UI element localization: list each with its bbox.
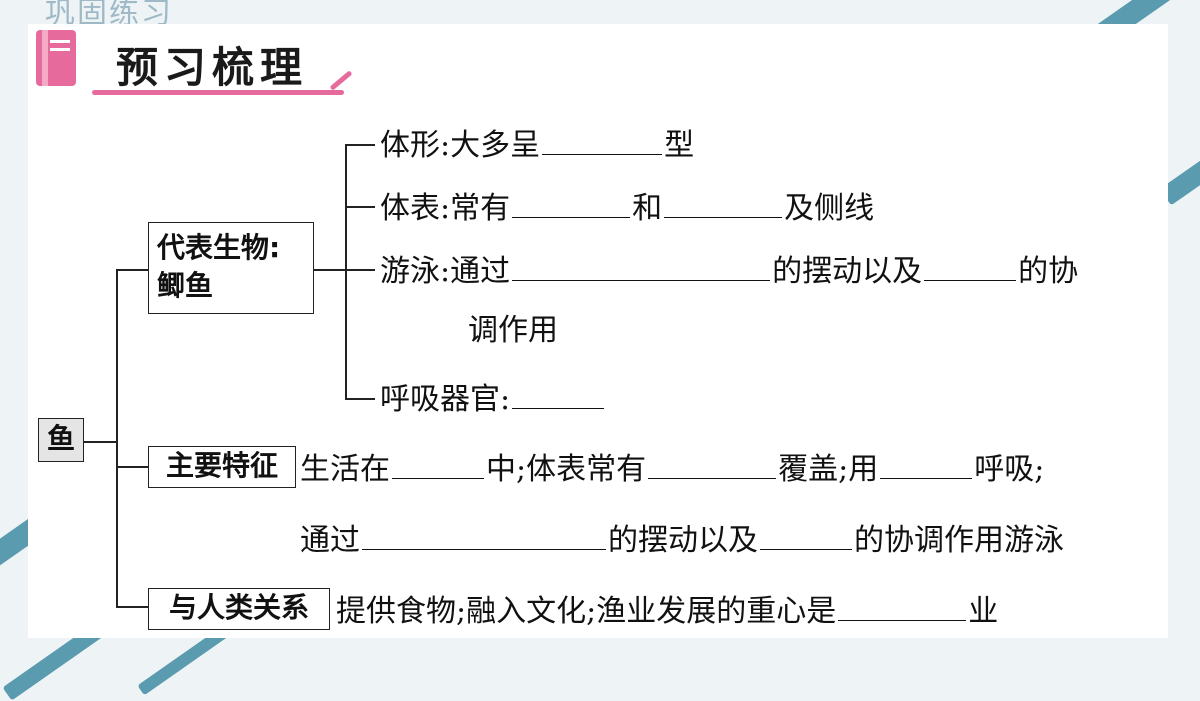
main-features-line1: 生活在中;体表常有覆盖;用呼吸; xyxy=(300,452,1045,487)
section-title: 预习梳理 xyxy=(116,43,309,92)
blank xyxy=(512,254,771,281)
tree-line xyxy=(116,269,148,271)
tree-line xyxy=(116,466,148,468)
tree-line xyxy=(345,144,347,399)
tree-line xyxy=(84,441,118,443)
representative-name: 鲫鱼 xyxy=(157,269,214,302)
body-surface-row: 体表:常有和及侧线 xyxy=(380,191,875,226)
blank xyxy=(880,452,973,479)
book-icon xyxy=(36,30,76,86)
tree-line xyxy=(345,398,375,400)
root-node: 鱼 xyxy=(38,418,84,462)
blank xyxy=(838,594,967,621)
representative-organism-box: 代表生物: 鲫鱼 xyxy=(148,222,314,314)
blank xyxy=(664,191,783,218)
blank xyxy=(512,382,605,409)
swimming-row-cont: 调作用 xyxy=(468,313,558,348)
blank xyxy=(924,254,1017,281)
swimming-row: 游泳:通过的摆动以及的协 xyxy=(380,254,1079,289)
respiratory-organ-row: 呼吸器官: xyxy=(380,382,606,415)
tree-line xyxy=(116,269,118,607)
title-underline-tail xyxy=(329,70,353,91)
blank xyxy=(760,523,852,550)
main-features-label: 主要特征 xyxy=(165,449,278,482)
human-relation-box: 与人类关系 xyxy=(148,588,330,630)
blank xyxy=(648,452,777,479)
blank xyxy=(362,523,606,550)
human-relation-label: 与人类关系 xyxy=(168,591,309,624)
human-relation-text: 提供食物;融入文化;渔业发展的重心是业 xyxy=(336,594,999,629)
blank xyxy=(392,452,484,479)
tree-line xyxy=(314,269,346,271)
representative-label: 代表生物: xyxy=(157,231,281,264)
tree-line xyxy=(345,269,375,271)
content-card: 预习梳理 鱼 代表生物: 鲫鱼 体形:大多呈型 体表:常有和及侧线 游泳:通过的… xyxy=(28,24,1168,638)
main-features-line2: 通过的摆动以及的协调作用游泳 xyxy=(300,523,1064,558)
blank xyxy=(542,128,663,155)
main-features-box: 主要特征 xyxy=(148,446,296,488)
tree-line xyxy=(116,606,148,608)
body-shape-row: 体形:大多呈型 xyxy=(380,128,695,163)
tree-line xyxy=(345,206,375,208)
root-label: 鱼 xyxy=(46,422,75,455)
tree-line xyxy=(345,144,375,146)
title-underline xyxy=(92,90,344,95)
blank xyxy=(512,191,631,218)
